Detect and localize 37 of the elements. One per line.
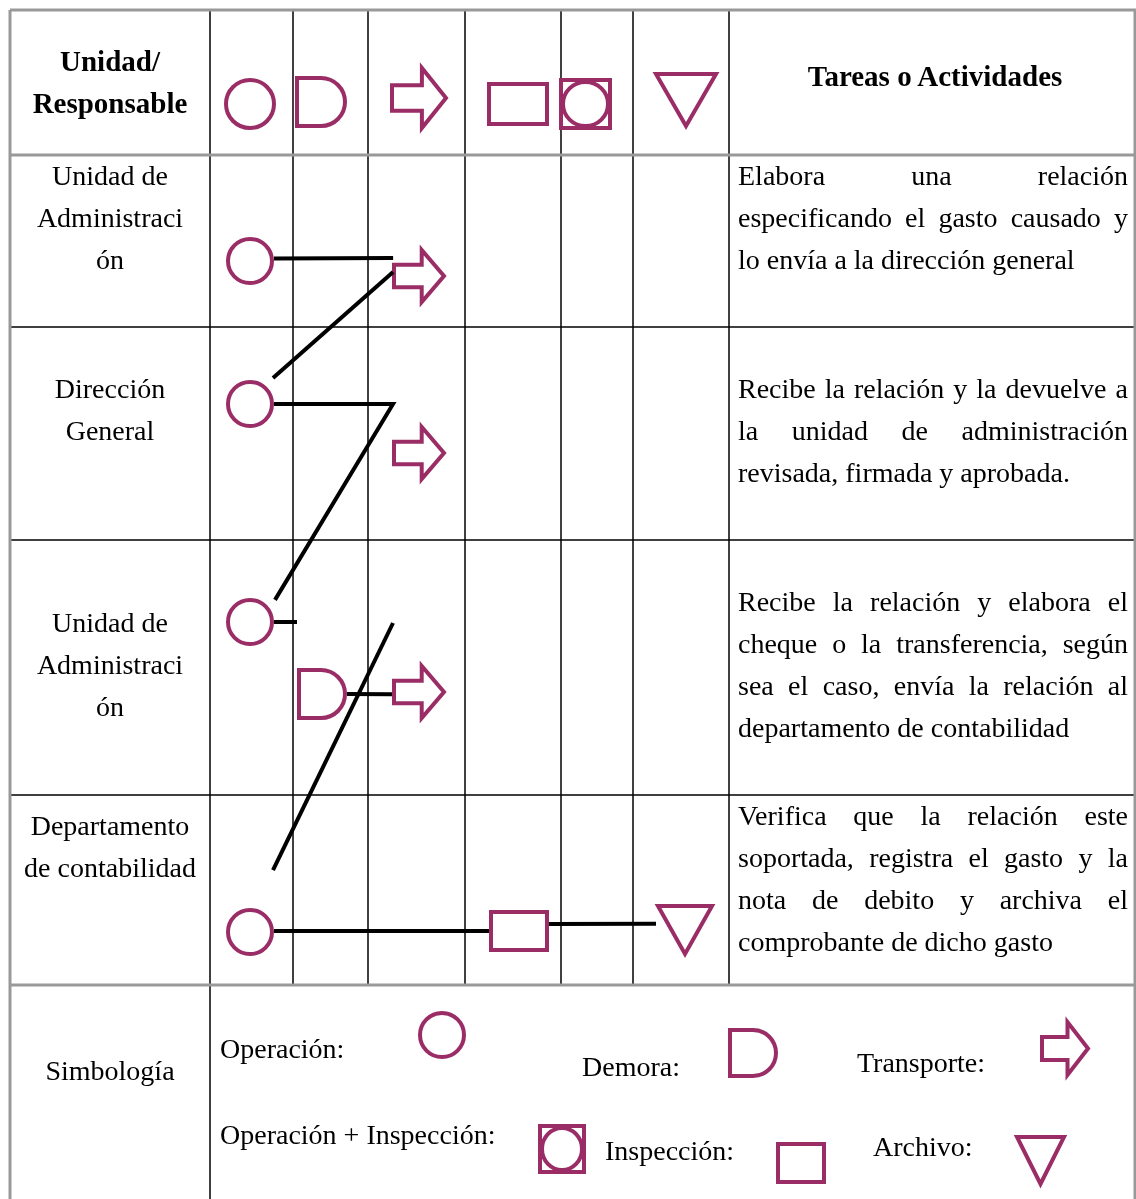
connector-line [274, 256, 394, 261]
legend-label: Operación + Inspección: [220, 1118, 496, 1152]
connector-line [271, 270, 395, 380]
operation-circle [226, 237, 274, 285]
operation-inspection-symbol [559, 78, 612, 130]
delay-symbol [295, 76, 347, 128]
task-description: Recibe la relación y la devuelve a la unidad de administración revisada, firmada y aprobada. [738, 372, 1128, 490]
legend-label: Demora: [582, 1050, 680, 1084]
delay-symbol [297, 668, 347, 720]
connector-line [549, 921, 656, 926]
connector-line [273, 402, 397, 601]
operation-circle [226, 380, 274, 428]
column-heading: Tareas o Actividades [806, 59, 1064, 94]
inspection-square [489, 910, 549, 952]
storage-triangle [656, 904, 714, 956]
legend-label: Transporte: [857, 1046, 986, 1080]
unit-name: Unidad de Administraci ón [35, 159, 185, 277]
task-description: Elabora una relación especificando el gasto causado y lo envía a la dirección general [738, 159, 1128, 277]
legend-label: Inspección: [605, 1134, 735, 1168]
connector-line [271, 622, 395, 871]
connector-line [274, 620, 297, 624]
storage-triangle [654, 72, 718, 128]
unit-name: Unidad de Administraci ón [35, 606, 185, 724]
inspection-square [487, 82, 549, 126]
legend-label: Archivo: [873, 1130, 973, 1164]
unit-name: Dirección General [53, 372, 167, 448]
connector-line [347, 692, 392, 697]
connector-line [274, 929, 489, 933]
task-description: Recibe la relación y elabora el cheque o la transferencia, según sea el caso, envía la relación al departamento de contabilidad [738, 585, 1128, 745]
task-description: Verifica que la relación este soportada, registra el gasto y la nota de debito y archiva el comprobante de dicho gasto [738, 799, 1128, 959]
operation-circle [224, 78, 276, 130]
unit-name: Departamento de contabilidad [23, 809, 197, 885]
operation-circle [226, 598, 274, 646]
legend-label: Operación: [220, 1032, 345, 1066]
column-heading: Unidad/ Responsable [31, 44, 189, 121]
operation-circle [226, 908, 274, 956]
section-label: Simbología [44, 1054, 176, 1088]
